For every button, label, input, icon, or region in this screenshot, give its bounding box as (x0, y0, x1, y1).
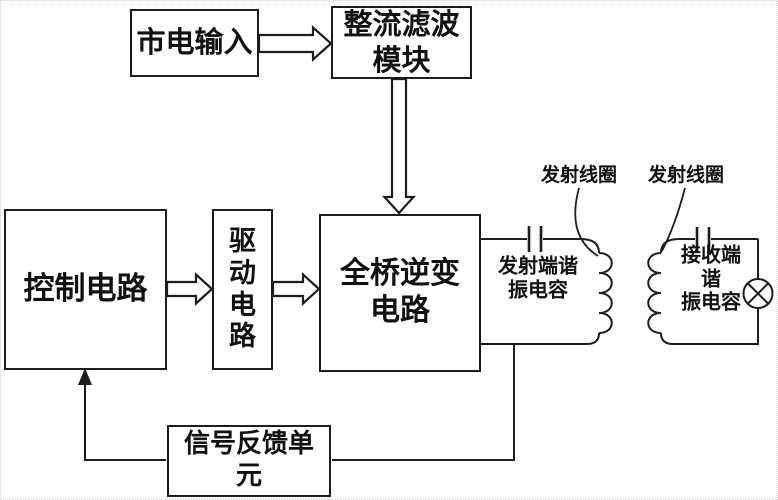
tx-coil-icon (598, 252, 613, 334)
tx-capacitor-icon (527, 226, 543, 252)
tx-resonant-capacitor-label: 发射端谐 振电容 (498, 253, 578, 301)
block-control-circuit: 控制电路 (4, 209, 167, 370)
block-full-bridge-inverter: 全桥逆变 电路 (319, 214, 481, 372)
block-signal-feedback-unit-label: 信号反馈单 元 (183, 429, 314, 491)
tx-coil-label: 发射线圈 (540, 163, 618, 186)
block-rectifier-filter-module: 整流滤波 模块 (331, 6, 472, 79)
block-mains-input-label: 市电输入 (136, 25, 253, 60)
arrow-mains-to-rectifier-icon (257, 25, 333, 62)
rx-coil-icon (647, 252, 662, 334)
tx-loop-bottom-wire (481, 332, 600, 345)
lamp-x-icon (747, 282, 769, 305)
rx-loop-bottom-wire (660, 332, 759, 345)
rx-coil-leader-line (661, 187, 686, 252)
rx-coil-label: 发射线圈 (647, 163, 725, 186)
arrow-rectifier-to-inverter-icon (382, 77, 416, 215)
arrow-driver-to-inverter-icon (271, 272, 321, 306)
rx-resonant-capacitor-label: 接收端谐 振电容 (681, 242, 741, 314)
block-drive-circuit: 驱 动 电 路 (212, 209, 273, 370)
feedback-tap-wire (332, 345, 515, 461)
block-signal-feedback-unit: 信号反馈单 元 (167, 425, 331, 497)
block-control-circuit-label: 控制电路 (23, 270, 148, 307)
arrow-control-to-driver-icon (165, 272, 214, 306)
block-drive-circuit-label: 驱 动 电 路 (229, 225, 256, 353)
feedback-to-control-wire (84, 382, 166, 461)
rx-capacitor-icon (695, 227, 711, 252)
tx-coil-leader-line (574, 187, 599, 257)
block-rectifier-filter-label: 整流滤波 模块 (343, 7, 460, 77)
block-mains-input: 市电输入 (130, 9, 259, 77)
block-full-bridge-inverter-label: 全桥逆变 电路 (340, 256, 460, 328)
feedback-arrowhead-icon (78, 368, 92, 385)
